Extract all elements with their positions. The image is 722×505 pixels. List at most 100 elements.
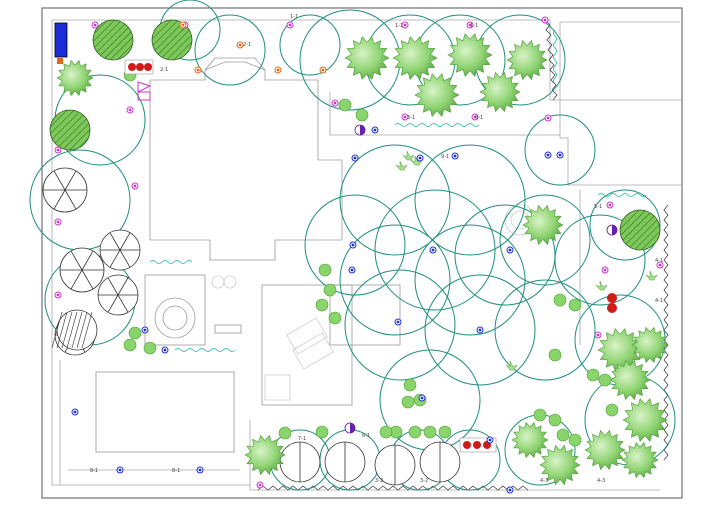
tree-branch bbox=[53, 170, 66, 191]
hatch-line bbox=[76, 311, 88, 349]
site-features bbox=[54, 22, 617, 453]
shrub-icon bbox=[315, 425, 329, 439]
evergreen-tree-icon bbox=[392, 35, 438, 81]
zone-label: 4-3 bbox=[540, 478, 548, 484]
shrub-icon bbox=[598, 373, 612, 387]
shrub-icon bbox=[401, 395, 415, 409]
sprinkler-head-icon-center bbox=[181, 23, 185, 27]
hatched-tree-icon bbox=[92, 19, 134, 61]
tree-branch bbox=[117, 294, 129, 313]
shrub-icon bbox=[278, 426, 292, 440]
spray-coverage-arcs bbox=[29, 0, 676, 491]
zone-label: 2-1 bbox=[160, 67, 168, 73]
perennial-icon bbox=[410, 155, 423, 166]
zone-label: 1-1 bbox=[470, 23, 478, 29]
zone-label: 4-1 bbox=[655, 258, 663, 264]
sprinkler-heads bbox=[54, 16, 664, 494]
zone-label: 1-1 bbox=[290, 14, 298, 20]
evergreen-tree-icon bbox=[447, 32, 493, 78]
perennial-icon bbox=[645, 270, 658, 281]
tree-branch bbox=[107, 294, 119, 313]
tree-branch bbox=[119, 232, 131, 251]
evergreen-tree-icon bbox=[522, 204, 564, 246]
sprinkler-head-icon-center bbox=[133, 184, 137, 188]
sprinkler-head-icon-center bbox=[468, 23, 472, 27]
hatch-line bbox=[56, 311, 68, 349]
evergreen-trees bbox=[56, 32, 669, 486]
tree-branch bbox=[81, 269, 94, 290]
shrub-icon bbox=[605, 403, 619, 417]
water-tank-icon bbox=[54, 22, 68, 58]
zone-label: 7-1 bbox=[298, 436, 306, 442]
sprinkler-head-icon-center bbox=[403, 23, 407, 27]
spray-arc bbox=[194, 14, 266, 86]
zone-label: 6-1 bbox=[362, 433, 370, 439]
perennial-icon bbox=[505, 360, 518, 371]
sprinkler-head-icon-center bbox=[118, 468, 122, 472]
flower-planter-icon bbox=[607, 293, 617, 313]
shrub-icon bbox=[533, 408, 547, 422]
valve-box-icon bbox=[57, 58, 63, 64]
evergreen-tree-icon bbox=[414, 72, 460, 118]
evergreen-tree-icon bbox=[344, 35, 390, 81]
sprinkler-head-icon-center bbox=[93, 23, 97, 27]
tree-branch bbox=[109, 249, 121, 268]
shrub-icon bbox=[355, 108, 369, 122]
valve-icon-fill bbox=[612, 225, 617, 235]
spray-arc bbox=[524, 114, 596, 186]
hatch-line bbox=[66, 311, 78, 349]
sprinkler-head-icon-center bbox=[56, 293, 60, 297]
shrub-icon bbox=[568, 433, 582, 447]
zone-label: 4-3 bbox=[597, 478, 605, 484]
shrub-icon bbox=[328, 311, 342, 325]
evergreen-tree-icon bbox=[584, 429, 626, 471]
zone-label: 3-2 bbox=[420, 478, 428, 484]
shrub-icon bbox=[548, 348, 562, 362]
sprinkler-head-icon-center bbox=[596, 333, 600, 337]
tree-branch bbox=[53, 189, 66, 210]
sprinkler-head-icon-center bbox=[396, 320, 400, 324]
zone-label: 9-1 bbox=[441, 154, 449, 160]
flower-planter-icon bbox=[124, 59, 154, 75]
shrub-icon bbox=[568, 298, 582, 312]
drawing-border bbox=[41, 7, 683, 499]
sprinkler-head-icon-center bbox=[333, 101, 337, 105]
house-outline bbox=[95, 57, 401, 453]
tree-branch bbox=[117, 277, 129, 296]
zone-label: 3-1 bbox=[407, 115, 415, 121]
spray-arc bbox=[304, 194, 406, 296]
tree-branch bbox=[64, 170, 77, 191]
shrub-icon bbox=[553, 293, 567, 307]
tree-branch bbox=[119, 249, 131, 268]
perennial-icon bbox=[395, 160, 408, 171]
shrub-icon bbox=[318, 263, 332, 277]
sprinkler-head-icon-center bbox=[418, 156, 422, 160]
patio-furniture bbox=[211, 204, 536, 401]
sprinkler-head-icon-center bbox=[478, 328, 482, 332]
shrub-icon bbox=[548, 413, 562, 427]
sprinkler-head-icon-center bbox=[508, 248, 512, 252]
spray-arc bbox=[374, 189, 496, 311]
evergreen-tree-icon bbox=[621, 441, 659, 479]
tree-branch bbox=[70, 250, 83, 271]
shrub-icon bbox=[408, 425, 422, 439]
evergreen-tree-icon bbox=[622, 397, 668, 443]
evergreen-tree-icon bbox=[506, 39, 548, 81]
controller-icon bbox=[137, 81, 152, 93]
sprinkler-head-icon-center bbox=[73, 410, 77, 414]
sprinkler-head-icon-center bbox=[276, 68, 280, 72]
sprinkler-head-icon-center bbox=[288, 23, 292, 27]
spray-arc bbox=[589, 189, 661, 261]
shrubs bbox=[123, 68, 658, 447]
sprinkler-head-icon-center bbox=[431, 248, 435, 252]
sprinkler-head-icon-center bbox=[608, 203, 612, 207]
zone-label: 1-1 bbox=[395, 23, 403, 29]
valve-icon-fill bbox=[350, 423, 355, 433]
shrub-icon bbox=[315, 298, 329, 312]
sprinkler-head-icon-center bbox=[453, 154, 457, 158]
sprinkler-head-icon-center bbox=[546, 153, 550, 157]
shrub-icon bbox=[556, 428, 570, 442]
sprinkler-head-icon-center bbox=[198, 468, 202, 472]
hatch-line bbox=[71, 311, 83, 349]
sprinkler-head-icon-center bbox=[658, 263, 662, 267]
